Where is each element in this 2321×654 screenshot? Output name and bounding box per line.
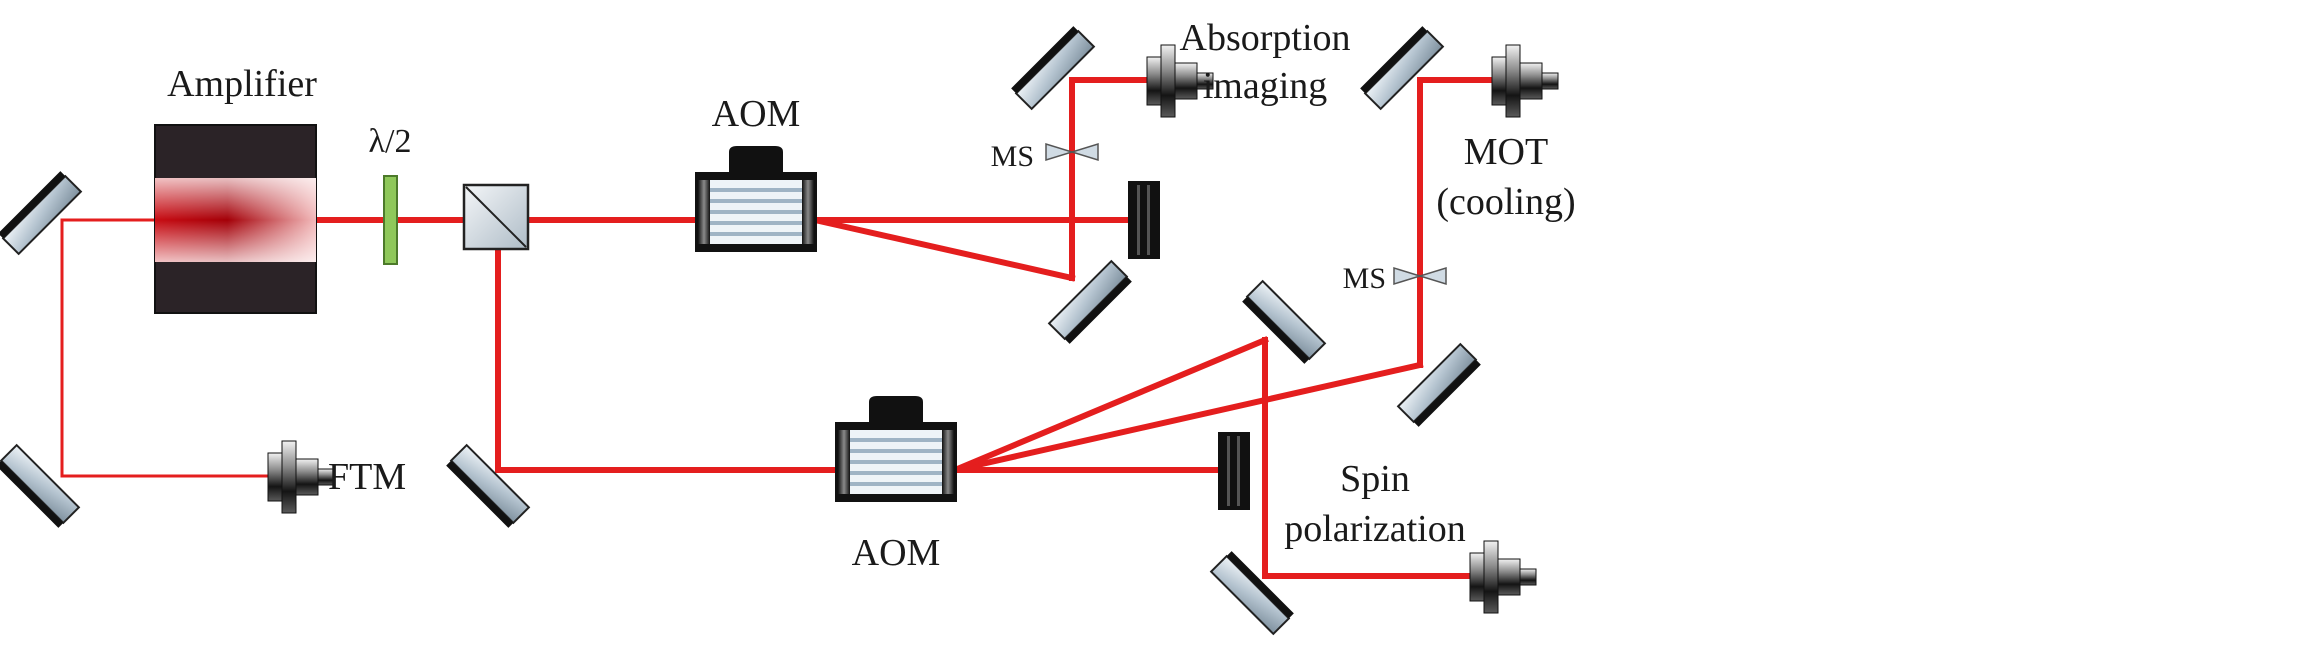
aom-bottom: [835, 396, 957, 502]
half-wave-plate: [383, 175, 398, 265]
mirror-top-left: [0, 171, 83, 256]
aom-top-label: AOM: [712, 93, 801, 135]
mot-label-line2: (cooling): [1436, 181, 1575, 223]
fiber-coupler-mot: [1491, 44, 1559, 118]
mirrors: [0, 26, 1481, 636]
mirror-spin-upper: [1242, 279, 1327, 364]
laser-beams: [60, 77, 1498, 579]
shutter-right: [1393, 266, 1447, 286]
aom-bottom-label: AOM: [852, 532, 941, 574]
aom2-beam-to-mot: [951, 361, 1424, 474]
mirror-absorption-lower: [1047, 259, 1132, 344]
fiber-coupler-absorption: [1146, 44, 1214, 118]
shutter-left: [1045, 142, 1099, 162]
beam-dump-top: [1128, 181, 1160, 259]
mirror-split-corner: [446, 443, 531, 528]
beam-dump-bottom: [1218, 432, 1250, 510]
mirror-mot-upper: [1360, 26, 1445, 111]
amplifier-label: Amplifier: [167, 63, 317, 105]
absorption-label-line2: imaging: [1203, 65, 1328, 107]
seed-beam: [60, 218, 282, 478]
half-wave-plate-label: λ/2: [369, 123, 412, 160]
amplifier: [154, 124, 317, 314]
mirror-absorption-upper: [1011, 26, 1096, 111]
aom1-deflected-beam: [811, 216, 1076, 282]
spin-beam: [1262, 337, 1473, 579]
fiber-coupler-ftm: [267, 440, 335, 514]
aom-top: [695, 146, 817, 252]
spin-label-line2: polarization: [1284, 508, 1465, 550]
ftm-label: FTM: [328, 456, 406, 498]
ms-left-label: MS: [991, 140, 1034, 173]
mot-beam: [1417, 77, 1498, 368]
spin-label-line1: Spin: [1340, 458, 1410, 500]
beam-splitter-cube: [462, 183, 530, 251]
mirror-spin-lower: [1209, 551, 1294, 636]
ms-right-label: MS: [1343, 262, 1386, 295]
fiber-coupler-spin: [1469, 540, 1537, 614]
absorption-label-line1: Absorption: [1180, 17, 1351, 59]
aom2-beam-to-spin: [951, 336, 1269, 474]
mot-label-line1: MOT: [1464, 131, 1548, 173]
absorption-beam: [1069, 77, 1153, 281]
split-beam: [495, 229, 1225, 473]
mirror-bottom-left: [0, 443, 81, 528]
mirror-mot-lower: [1396, 342, 1481, 427]
